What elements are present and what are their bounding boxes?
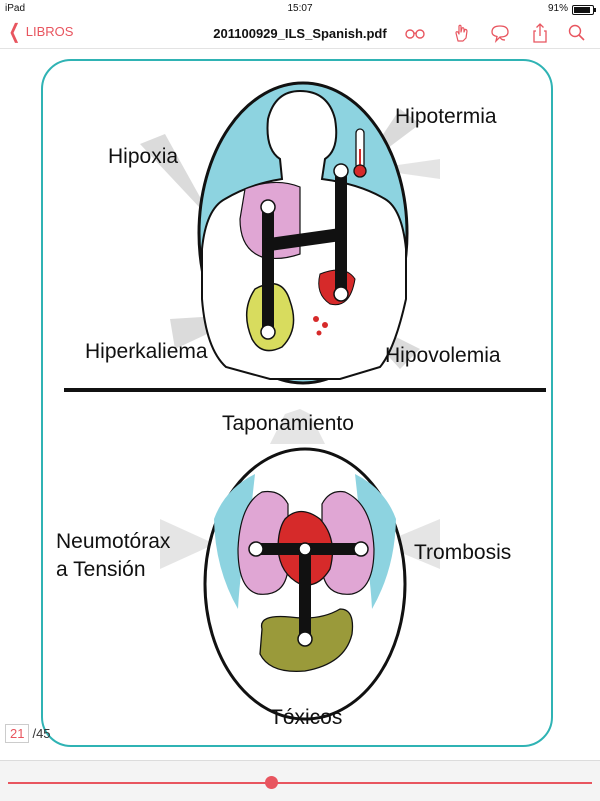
back-button[interactable]: ❮ LIBROS [6,20,74,43]
right-lung-shape [321,490,375,595]
pdf-page[interactable]: Hipoxia Hipotermia Hiperkaliema Hipovole… [0,49,600,759]
document-title: 201100929_ILS_Spanish.pdf [213,26,387,41]
label-toxins: Tóxicos [270,706,343,729]
search-icon[interactable] [566,23,588,43]
back-label: LIBROS [25,24,74,39]
current-page[interactable]: 21 [5,724,30,743]
bottom-oval [160,409,440,721]
section-divider [64,388,546,392]
reversible-causes-illustration [140,81,440,721]
label-thrombosis: Trombosis [414,541,512,564]
top-oval [140,81,440,385]
page-scrubber[interactable] [0,760,600,801]
page-indicator[interactable]: 21 /45 [5,724,51,743]
device-name: iPad [5,3,26,14]
label-hypovolemia: Hipovolemia [385,344,501,367]
label-hyperkalemia: Hiperkaliema [85,340,208,363]
clock: 15:07 [287,3,313,14]
scrubber-handle[interactable] [264,776,278,789]
label-pneumothorax-line2: a Tensión [56,558,146,581]
label-hypothermia: Hipotermia [395,105,497,128]
status-bar: iPad 15:07 91% [0,0,600,18]
battery-percent: 91% [547,3,568,14]
label-pneumothorax-line1: Neumotórax [56,530,171,553]
hand-pointer-icon[interactable] [450,23,472,43]
share-icon[interactable] [529,23,551,43]
scrubber-track[interactable] [8,782,592,784]
reading-glasses-icon[interactable] [404,23,426,43]
toolbar: ❮ LIBROS 201100929_ILS_Spanish.pdf [0,18,600,49]
label-hypoxia: Hipoxia [108,145,179,168]
battery-icon [572,5,596,15]
left-lung-shape [237,490,289,595]
total-pages: /45 [32,726,51,741]
chevron-left-icon: ❮ [8,20,21,43]
page-frame [41,59,553,747]
thermometer-icon [353,128,367,178]
chat-bubble-icon[interactable] [489,23,511,44]
label-tamponade: Taponamiento [222,412,354,435]
